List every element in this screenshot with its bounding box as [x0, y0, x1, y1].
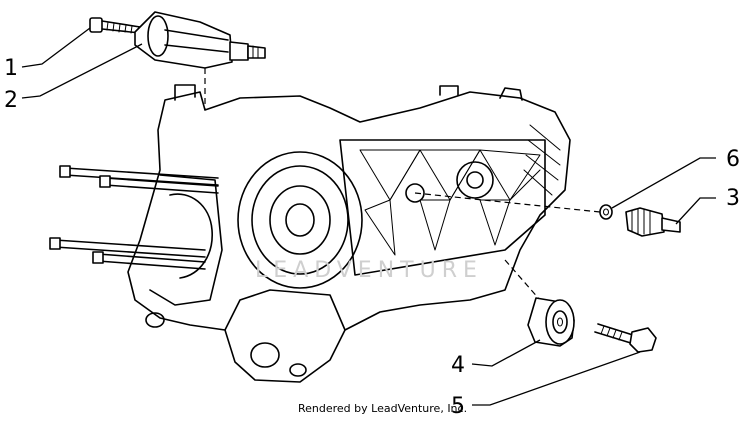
sensor-center-line: [414, 192, 601, 213]
callout-5: 5: [451, 394, 465, 419]
callout-1: 1: [4, 56, 18, 81]
credit-text: Rendered by LeadVenture, Inc.: [298, 402, 467, 415]
part-6-washer: [599, 204, 613, 220]
callout-leaders: [21, 27, 716, 406]
callout-6: 6: [726, 147, 740, 172]
callout-numbers: 1 2 3 4 5 6: [4, 56, 740, 419]
roller-center-line: [504, 259, 541, 301]
cylinder-studs: [49, 165, 219, 270]
part-5-bolt: [594, 323, 657, 353]
part-2-starter-motor: [134, 11, 266, 69]
callout-3: 3: [726, 186, 740, 211]
callout-4: 4: [451, 353, 465, 378]
part-1-screw: [89, 17, 141, 34]
crankcase: [127, 84, 571, 383]
part-3-sensor: [625, 207, 681, 237]
watermark-text: LEADVENTURE: [255, 258, 483, 283]
callout-2: 2: [4, 88, 18, 113]
part-4-roller: [527, 297, 575, 347]
